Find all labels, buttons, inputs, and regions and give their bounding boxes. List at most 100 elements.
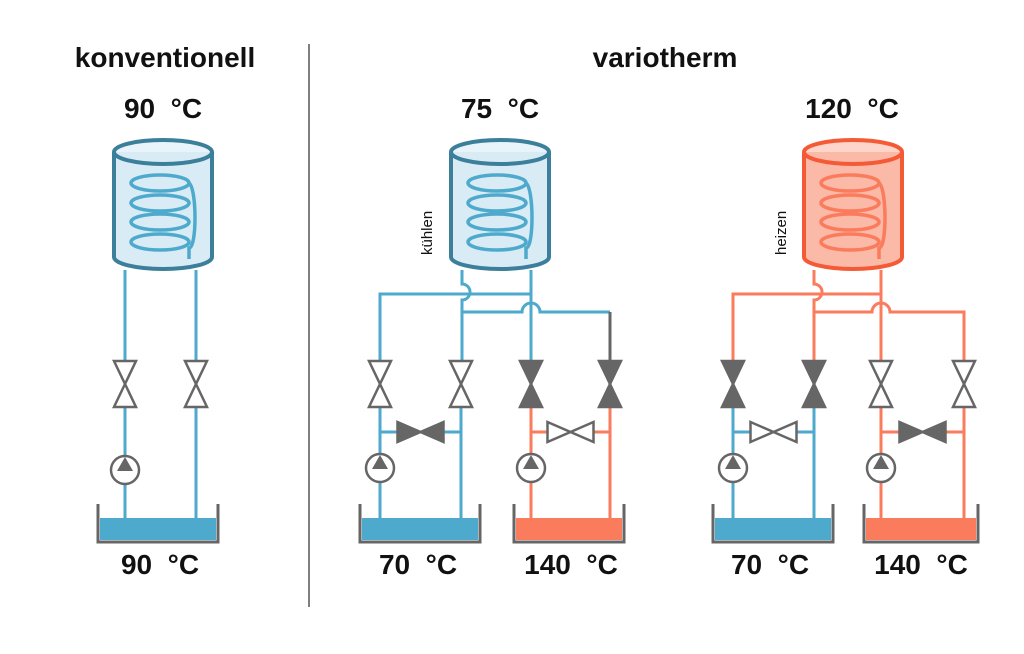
valve-upper-triangle (720, 359, 746, 387)
pump-icon (364, 452, 396, 484)
coil-loop (129, 193, 191, 213)
cool-unit-left-bypass-valve (396, 420, 445, 444)
valve-upper-triangle (448, 359, 474, 387)
heat-unit-valve-4 (951, 359, 977, 409)
valve-lower-triangle (183, 381, 209, 409)
cool-unit-valve-2 (448, 359, 474, 409)
heat-unit-right-bypass-valve (898, 420, 947, 444)
pump-arrow (372, 455, 388, 469)
heat-unit-right-basin (862, 504, 980, 544)
coil-loop (819, 232, 881, 252)
conventional-title: konventionell (75, 42, 255, 73)
cool-tank-outlet-pipe (460, 270, 472, 361)
heat-side-label: heizen (773, 211, 790, 255)
valve-upper-triangle (183, 359, 209, 387)
coil-loop (129, 232, 191, 252)
coil-return (187, 181, 197, 259)
coil-return (877, 181, 887, 259)
valve-lower-triangle (801, 381, 827, 409)
heat-unit-left-basin (711, 504, 835, 544)
valve-lower-triangle (367, 381, 393, 409)
pump-arrow (873, 455, 889, 469)
coil-loop (129, 212, 191, 232)
pump-icon (515, 452, 547, 484)
valve-left-triangle (546, 420, 574, 444)
valve-lower-triangle (112, 381, 138, 409)
tank-top (112, 138, 214, 166)
heat-return-header (814, 301, 966, 361)
basin-fluid (516, 518, 622, 540)
heat-unit-basin-left-temp: 70 °C (731, 549, 809, 580)
coil-return (524, 181, 534, 259)
basin-wall (358, 504, 482, 544)
valve-left-triangle (749, 420, 777, 444)
valve-right-triangle (567, 420, 595, 444)
valve-upper-triangle (597, 359, 623, 387)
valve-lower-triangle (597, 381, 623, 409)
basin-wall (512, 504, 626, 544)
heat-tank (802, 138, 904, 271)
heat-unit-valve-2 (801, 359, 827, 409)
basin-fluid (100, 518, 216, 540)
valve-upper-triangle (951, 359, 977, 387)
return-valve (183, 359, 209, 409)
cool-unit-right-basin (512, 504, 626, 544)
cool-unit-basin-right-temp: 140 °C (524, 549, 618, 580)
valve-right-triangle (417, 420, 445, 444)
valve-lower-triangle (868, 381, 894, 409)
conventional-tank-temp: 90 °C (124, 93, 202, 124)
pump-icon (865, 452, 897, 484)
pump-arrow (117, 457, 133, 471)
valve-right-triangle (919, 420, 947, 444)
valve-upper-triangle (112, 359, 138, 387)
cool-side-label: kühlen (419, 211, 436, 255)
valve-upper-triangle (801, 359, 827, 387)
tank-top (802, 138, 904, 166)
valve-right-triangle (770, 420, 798, 444)
heat-unit-basin-right-temp: 140 °C (874, 549, 968, 580)
cool-unit-right-bypass-valve (546, 420, 595, 444)
cool-unit-valve-4 (597, 359, 623, 409)
valve-lower-triangle (518, 381, 544, 409)
cool-unit-basin-left-temp: 70 °C (379, 549, 457, 580)
conventional-basin-temp: 90 °C (121, 549, 199, 580)
coil-loop (466, 232, 528, 252)
coil-loop (819, 193, 881, 213)
heat-tank-outlet-pipe (812, 270, 824, 361)
heat-unit-valve-3 (868, 359, 894, 409)
basin-fluid (362, 518, 478, 540)
valve-upper-triangle (367, 359, 393, 387)
cool-unit-valve-3 (518, 359, 544, 409)
supply-valve (112, 359, 138, 409)
valve-upper-triangle (518, 359, 544, 387)
cool-tank (449, 138, 551, 271)
basin-wall (96, 504, 220, 544)
basin-wall (862, 504, 980, 544)
heat-unit-valve-1 (720, 359, 746, 409)
pump-icon (717, 452, 749, 484)
pump-icon (109, 454, 141, 486)
variotherm-title: variotherm (593, 42, 738, 73)
basin-fluid (866, 518, 976, 540)
basin-wall (711, 504, 835, 544)
pump-arrow (523, 455, 539, 469)
cool-unit-valve-1 (367, 359, 393, 409)
valve-lower-triangle (448, 381, 474, 409)
heat-unit-left-bypass-valve (749, 420, 798, 444)
valve-left-triangle (396, 420, 424, 444)
heat-supply-header (731, 292, 881, 361)
conventional-tank (112, 138, 214, 271)
coil-loop (466, 212, 528, 232)
heat-tank-temp: 120 °C (805, 93, 899, 124)
valve-upper-triangle (868, 359, 894, 387)
tank-top (449, 138, 551, 166)
coil-loop (466, 193, 528, 213)
valve-lower-triangle (951, 381, 977, 409)
valve-left-triangle (898, 420, 926, 444)
valve-lower-triangle (720, 381, 746, 409)
cool-supply-header (378, 292, 531, 361)
cool-tank-temp: 75 °C (461, 93, 539, 124)
pump-arrow (725, 455, 741, 469)
coil-loop (819, 212, 881, 232)
